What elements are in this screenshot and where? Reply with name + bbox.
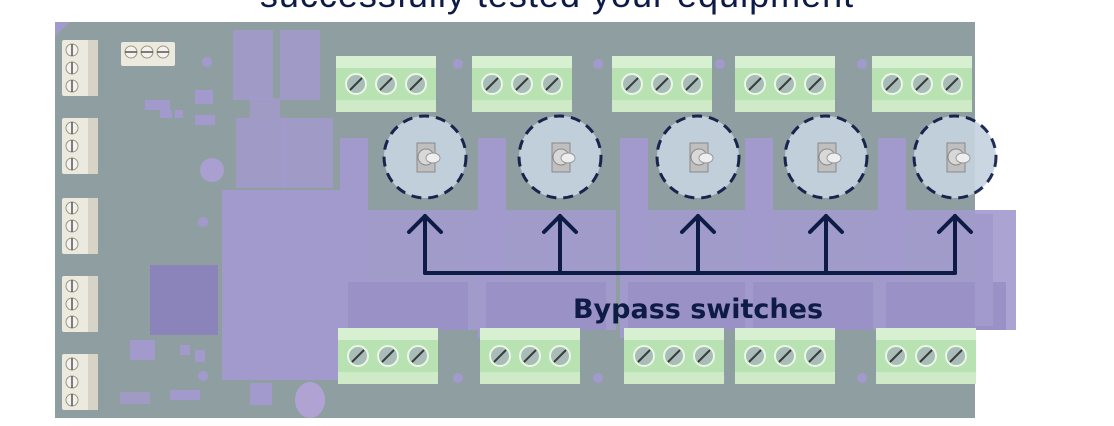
left-terminal-blocks	[62, 40, 175, 410]
arrow-up-icon	[937, 214, 973, 275]
mounting-pad	[593, 59, 603, 69]
green-terminal-block	[735, 328, 835, 384]
relay-block	[620, 138, 758, 338]
mounting-pad	[593, 373, 603, 383]
mounting-pad	[857, 59, 867, 69]
white-terminal-block	[62, 354, 98, 410]
green-terminal-block	[876, 328, 976, 384]
green-terminal-block	[480, 328, 580, 384]
caption-text: successfully tested your equipment	[0, 0, 1114, 16]
bypass-switches	[382, 114, 998, 200]
board-corner	[55, 22, 70, 36]
left-components	[120, 30, 340, 418]
top-terminal-row	[336, 56, 972, 112]
bypass-switches-label: Bypass switches	[573, 294, 823, 325]
arrow-up-icon	[680, 214, 716, 275]
bottom-terminal-row	[338, 328, 976, 384]
green-terminal-block	[336, 56, 436, 112]
arrow-up-icon	[808, 214, 844, 275]
arrow-up-icon	[407, 214, 443, 275]
green-terminal-block	[735, 56, 835, 112]
green-terminal-block	[338, 328, 438, 384]
relay-block	[478, 138, 616, 338]
bypass-switch	[382, 114, 468, 200]
mounting-pad	[715, 59, 725, 69]
bracket-lines	[407, 214, 973, 275]
green-terminal-block	[624, 328, 724, 384]
bypass-switch	[783, 114, 869, 200]
mounting-pad	[453, 59, 463, 69]
white-terminal-block	[62, 40, 98, 96]
green-terminal-block	[472, 56, 572, 112]
arrow-up-icon	[542, 214, 578, 275]
white-terminal-block	[62, 118, 98, 174]
bypass-switch	[517, 114, 603, 200]
bypass-switch	[912, 114, 998, 200]
relay-blocks	[340, 59, 1016, 383]
bypass-switch	[655, 114, 741, 200]
mounting-pad	[857, 373, 867, 383]
mounting-pad	[453, 373, 463, 383]
white-terminal-block	[121, 42, 175, 66]
green-terminal-block	[872, 56, 972, 112]
white-terminal-block	[62, 276, 98, 332]
green-terminal-block	[612, 56, 712, 112]
white-terminal-block	[62, 198, 98, 254]
